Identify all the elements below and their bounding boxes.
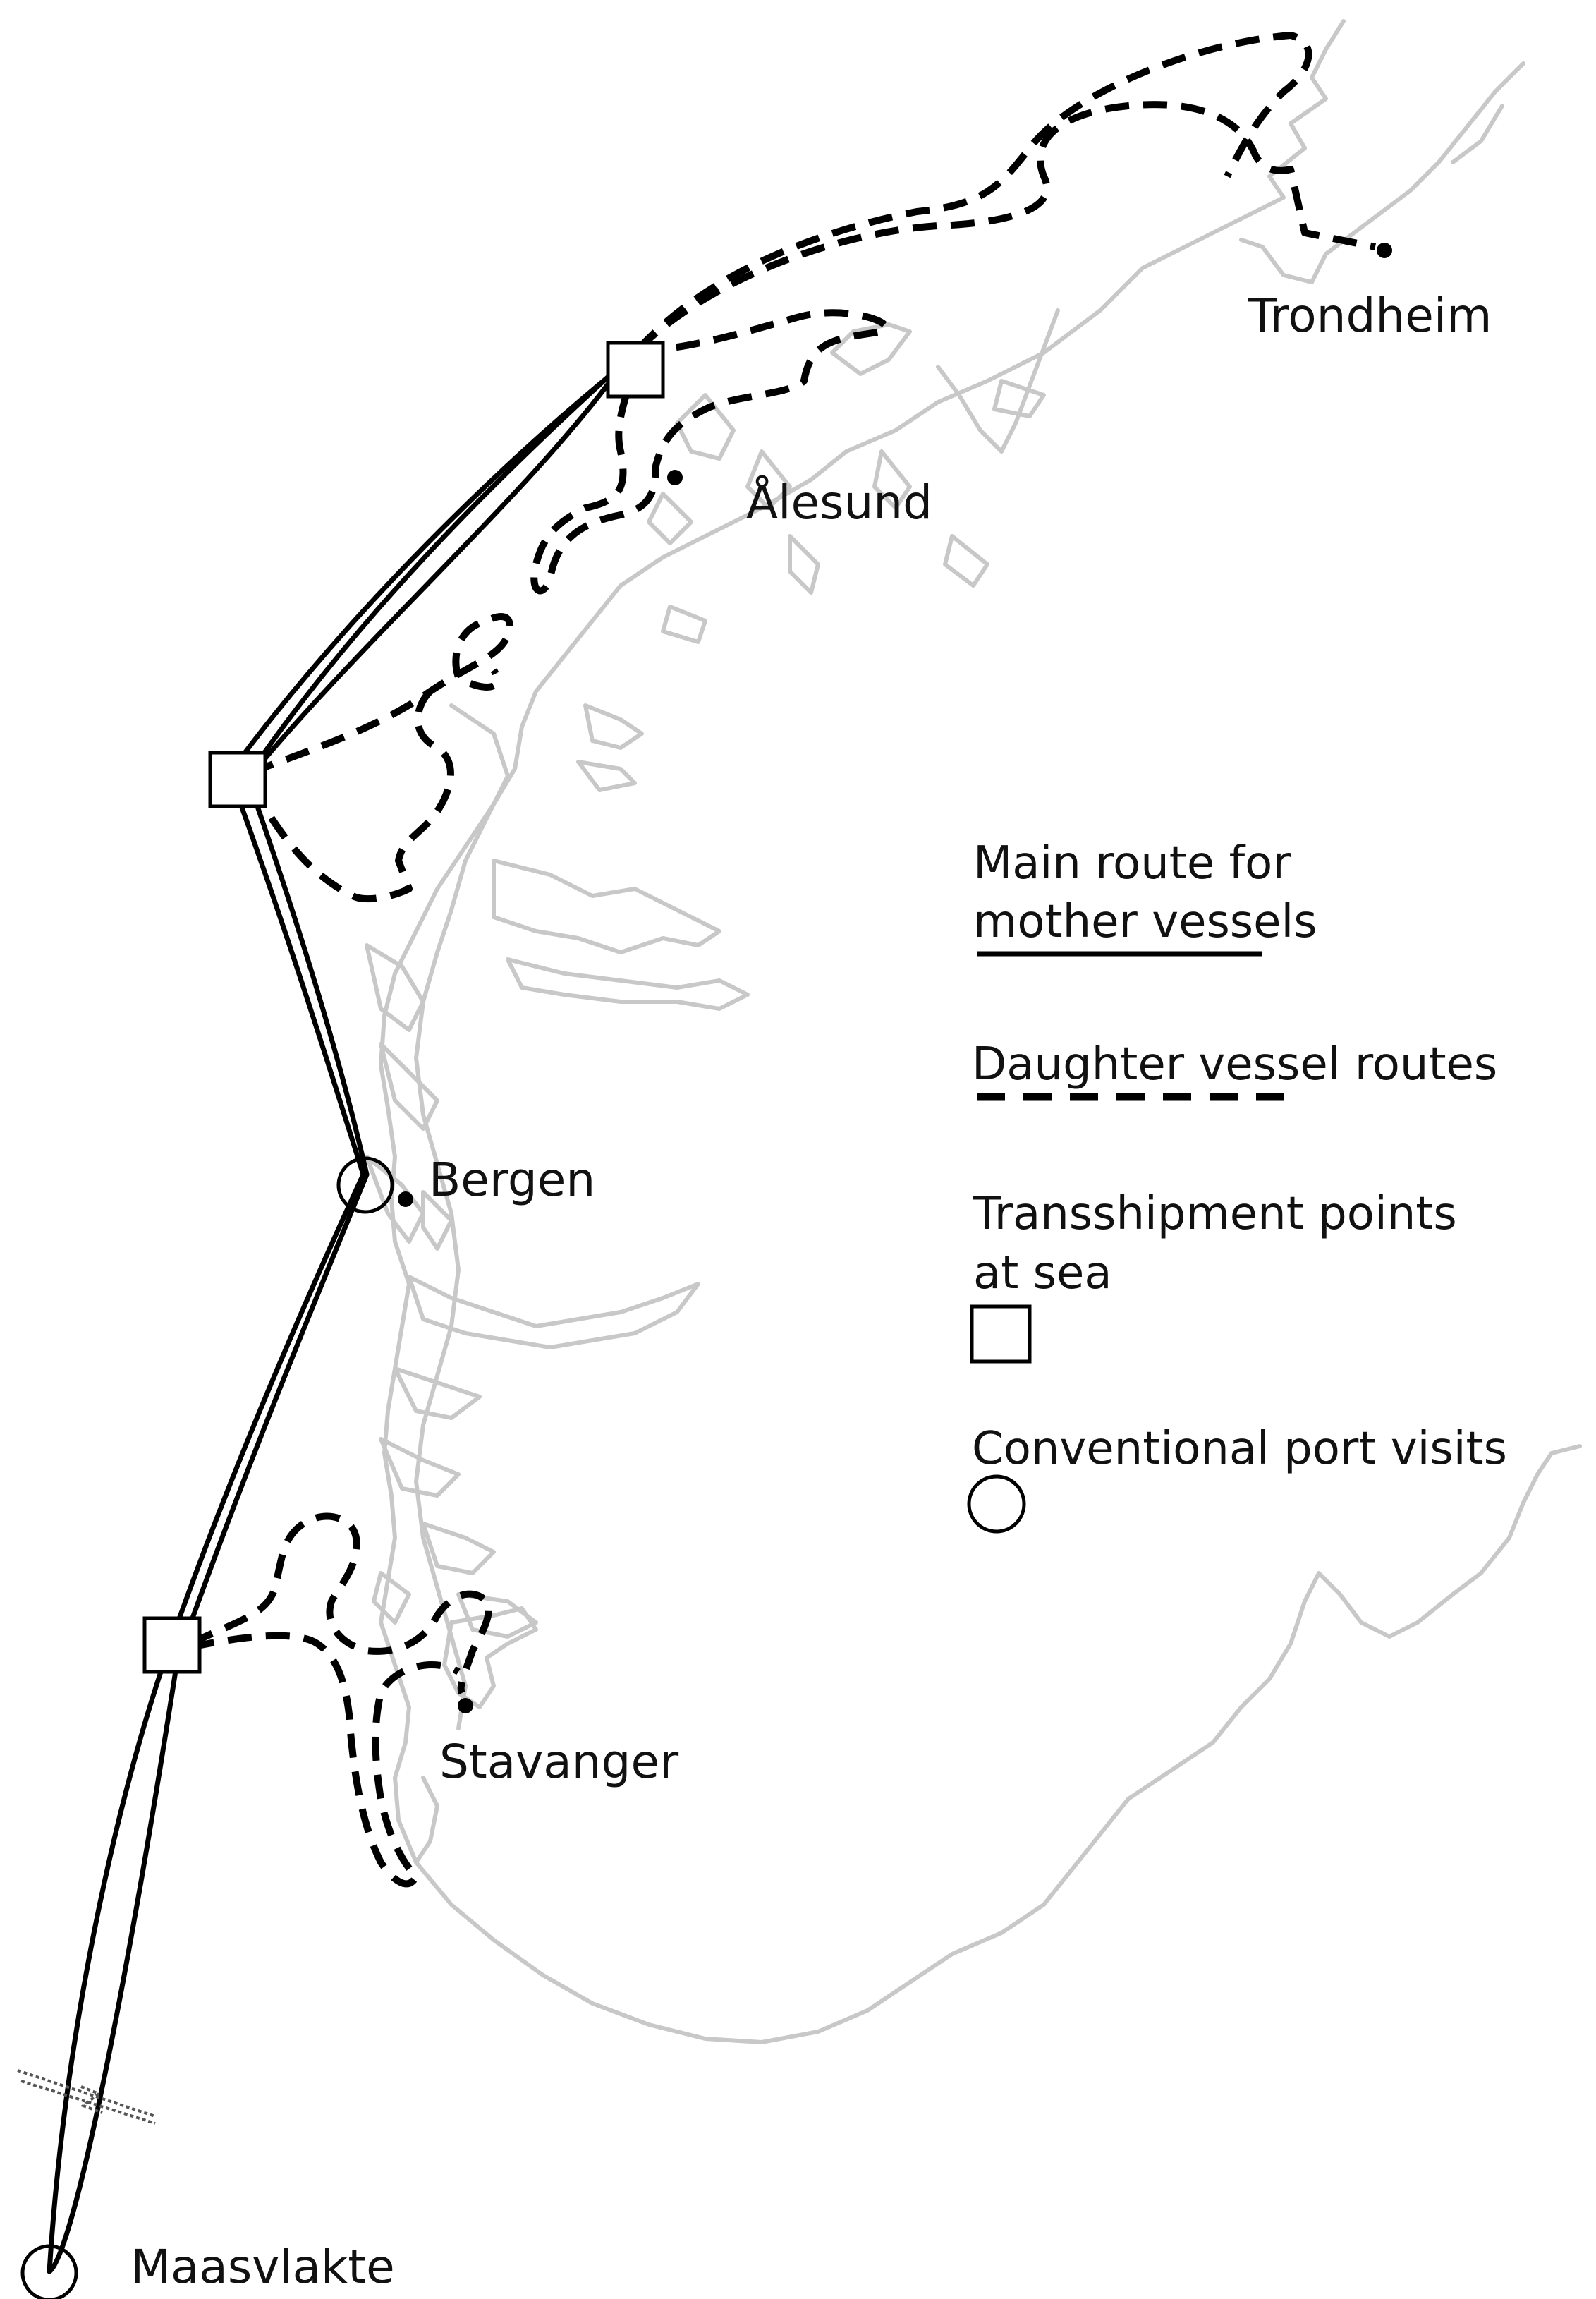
daughter-route-stavanger: [188, 1512, 492, 1888]
city-dot-stavanger: [458, 1698, 473, 1713]
coastline-inner-fjords-north: [830, 61, 1525, 454]
main-route-leg-maasvlakte: [47, 1634, 183, 2274]
legend: Main route for mother vessels Daughter v…: [967, 837, 1507, 1534]
daughter-route-trondheim: [635, 101, 1376, 352]
city-dots: [398, 243, 1392, 1713]
label-trondheim: Trondheim: [1248, 289, 1492, 343]
city-dot-bergen: [398, 1191, 413, 1207]
label-stavanger: Stavanger: [439, 1735, 679, 1789]
legend-transshipment-line2: at sea: [973, 1247, 1112, 1299]
coastline-stavanger: [414, 1606, 538, 1864]
coastline-alesund-islands: [647, 379, 1046, 644]
scale-break-marker: [17, 2069, 156, 2125]
main-route-leg-north-b: [240, 350, 638, 786]
daughter-routes: [188, 32, 1376, 1888]
legend-main-route-line2: mother vessels: [973, 896, 1317, 948]
main-route: [47, 350, 638, 2274]
daughter-route-north-loop: [635, 32, 1312, 352]
main-route-leg-bergen: [226, 770, 370, 1177]
legend-transshipment-swatch: [970, 1304, 1032, 1364]
main-route-leg-south: [170, 1172, 370, 1646]
label-maasvlakte: Maasvlakte: [130, 2240, 395, 2294]
city-dot-trondheim: [1377, 243, 1392, 258]
legend-port-visits-swatch: [967, 1474, 1026, 1534]
coastline-west-fjords: [365, 703, 750, 1730]
legend-transshipment-line1: Transshipment points: [973, 1188, 1457, 1240]
label-alesund: Ålesund: [746, 475, 932, 530]
transshipment-point-middle: [208, 751, 267, 808]
coastline: [365, 19, 1582, 2044]
legend-main-route-line1: Main route for: [973, 837, 1291, 890]
daughter-route-alesund: [530, 309, 890, 595]
transshipment-points: [142, 341, 665, 1674]
daughter-route-west-fjords: [247, 613, 513, 903]
legend-port-visits: Conventional port visits: [972, 1423, 1507, 1475]
port-visits: [20, 1156, 394, 2299]
transshipment-point-south: [142, 1616, 202, 1674]
coastline-main: [379, 19, 1582, 2044]
city-dot-alesund: [667, 470, 683, 485]
legend-daughter-routes: Daughter vessel routes: [972, 1038, 1497, 1091]
transshipment-point-north: [606, 341, 665, 399]
port-circle-bergen: [336, 1156, 394, 1214]
label-bergen: Bergen: [429, 1153, 595, 1207]
port-circle-maasvlakte: [20, 2244, 78, 2299]
